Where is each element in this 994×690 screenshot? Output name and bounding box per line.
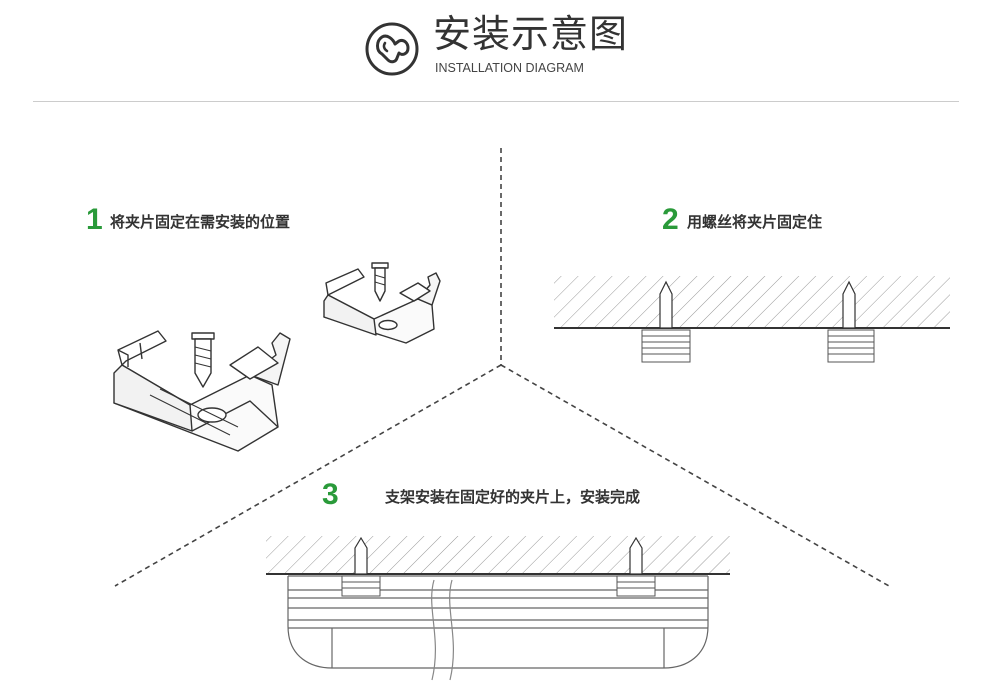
screw bbox=[354, 536, 643, 575]
page-subtitle: INSTALLATION DIAGRAM bbox=[435, 61, 584, 75]
step-1-number: 1 bbox=[86, 203, 103, 236]
step-1-text: 将夹片固定在需安装的位置 bbox=[110, 213, 291, 231]
step-2-illustration bbox=[554, 276, 950, 363]
step-2-number: 2 bbox=[662, 203, 679, 236]
wrench-circle-icon bbox=[365, 22, 419, 76]
step-1-illustration bbox=[113, 262, 441, 452]
header-divider bbox=[33, 101, 959, 102]
page-title: 安装示意图 bbox=[433, 12, 629, 56]
small-clip bbox=[323, 268, 441, 344]
step-3-illustration bbox=[266, 536, 730, 681]
clip bbox=[341, 575, 656, 597]
screw bbox=[659, 280, 856, 329]
step-2-text: 用螺丝将夹片固定住 bbox=[687, 213, 823, 231]
large-clip bbox=[113, 330, 291, 452]
large-screw bbox=[191, 332, 215, 388]
clip bbox=[641, 329, 875, 363]
step-3-text: 支架安装在固定好的夹片上，安装完成 bbox=[385, 488, 641, 506]
small-screw bbox=[371, 262, 389, 302]
ceiling bbox=[266, 536, 730, 574]
ceiling bbox=[554, 276, 950, 328]
step-3-number: 3 bbox=[322, 478, 339, 511]
